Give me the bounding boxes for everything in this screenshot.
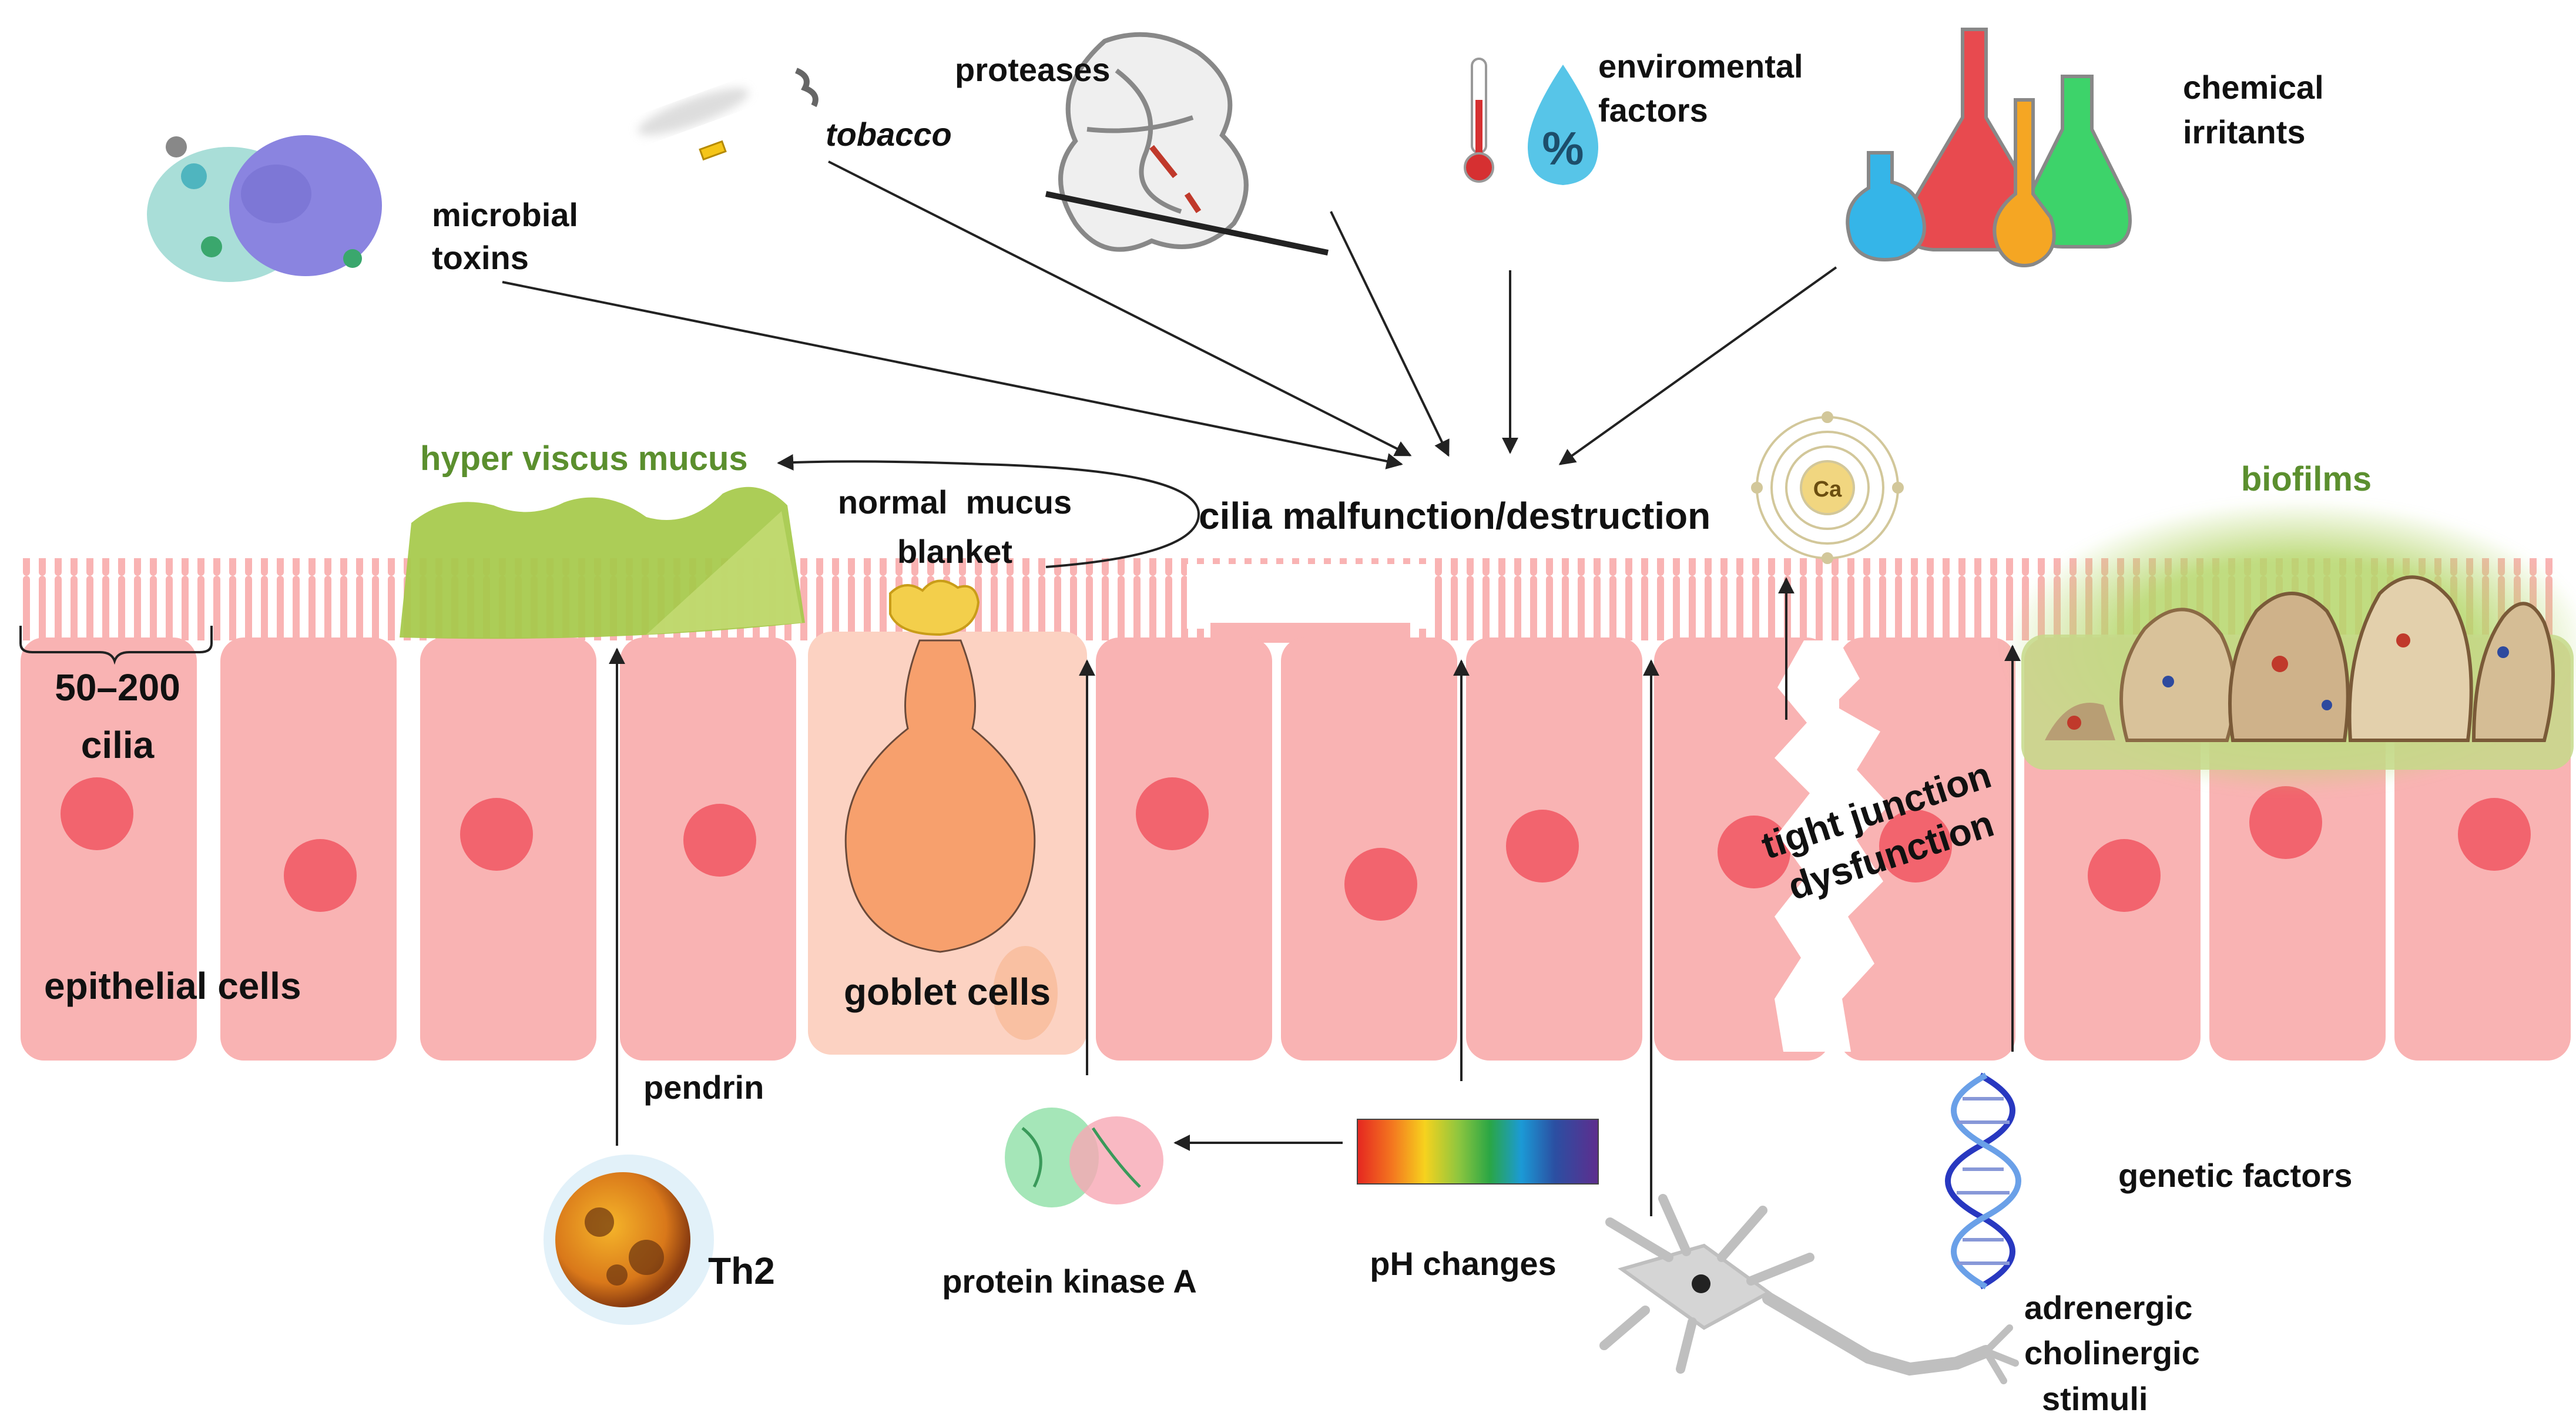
label-cilia-malfunction: cilia malfunction/destruction — [1199, 495, 1710, 537]
label-proteases: proteases — [955, 51, 1111, 88]
biofilm-icon — [2004, 499, 2576, 793]
label-cilia-count-1: 50–200 — [55, 666, 180, 709]
cell-nucleus — [284, 839, 357, 912]
epithelial-cell-row — [21, 637, 2571, 1061]
dna-helix-icon — [1945, 1072, 2021, 1290]
cilia-count-bracket — [19, 626, 213, 665]
label-protein-kinase-a: protein kinase A — [942, 1263, 1197, 1300]
cell-nucleus — [1136, 777, 1209, 850]
cell-nucleus — [2249, 786, 2322, 859]
calcium-atom-icon: Ca — [1751, 411, 1904, 564]
humidity-drop-icon: % — [1528, 65, 1598, 185]
ph-scale-icon — [1357, 1119, 1599, 1185]
label-cilia-count-2: cilia — [81, 724, 155, 766]
label-chemical-2: irritants — [2183, 113, 2306, 150]
label-chemical-1: chemical — [2183, 69, 2324, 106]
arrow-proteases — [1330, 211, 1450, 457]
epithelium — [21, 558, 2571, 1061]
cigarette-icon — [638, 68, 819, 161]
cell-nucleus — [1718, 816, 1790, 888]
label-neuro-2: cholinergic — [2024, 1334, 2200, 1371]
flask-icon — [1846, 28, 2132, 267]
label-normal-mucus-1: normal mucus — [838, 484, 1072, 521]
label-microbial-toxins-1: microbial — [432, 196, 578, 233]
tight-junction-gap — [1775, 640, 1889, 1052]
humidity-percent-symbol: % — [1542, 122, 1584, 175]
label-tobacco: tobacco — [826, 116, 952, 153]
cell-nucleus — [1506, 810, 1579, 883]
calcium-symbol: Ca — [1813, 477, 1842, 502]
label-environmental-2: factors — [1598, 92, 1708, 129]
label-neuro-3: stimuli — [2042, 1380, 2148, 1417]
protease-structure-icon — [1045, 32, 1329, 256]
arrow-chemical-irritants — [1558, 266, 1837, 465]
cell-nucleus — [61, 777, 133, 850]
label-neuro-1: adrenergic — [2024, 1289, 2192, 1326]
cell-nucleus — [1344, 848, 1417, 921]
th2-cell-icon — [544, 1155, 714, 1325]
label-ph-changes: pH changes — [1370, 1245, 1556, 1282]
damaged-cilia-gap — [1187, 564, 1434, 629]
label-goblet-cells: goblet cells — [844, 971, 1051, 1013]
cell-nucleus — [1879, 810, 1952, 883]
neuron-icon — [1599, 1194, 2019, 1384]
label-biofilms: biofilms — [2241, 460, 2372, 498]
epithelial-cell — [1096, 637, 1272, 1061]
cell-nucleus — [460, 798, 533, 871]
label-epithelial-cells: epithelial cells — [44, 965, 301, 1007]
cell-nucleus — [683, 804, 756, 877]
goblet-mucus-droplet — [889, 579, 980, 636]
epithelial-cell — [1281, 637, 1457, 1061]
label-genetic-factors: genetic factors — [2118, 1157, 2352, 1194]
arrow-normal-to-hyper-mucus — [777, 454, 1200, 568]
epithelial-cell — [21, 637, 197, 1061]
goblet-vesicle — [844, 639, 1036, 953]
arrows-to-cilia-damage — [502, 160, 1837, 568]
arrow-microbial-toxins — [502, 281, 1403, 469]
kinase-structure-icon — [1005, 1108, 1163, 1207]
label-th2: Th2 — [708, 1250, 775, 1292]
thermometer-icon — [1464, 58, 1494, 183]
label-environmental-1: enviromental — [1598, 48, 1803, 85]
arrows-from-below — [609, 577, 2021, 1216]
cell-nucleus — [2088, 839, 2161, 912]
label-normal-mucus-2: blanket — [897, 533, 1012, 570]
label-hyper-viscus-mucus: hyper viscus mucus — [420, 439, 748, 478]
label-microbial-toxins-2: toxins — [432, 239, 529, 276]
label-pendrin: pendrin — [643, 1069, 764, 1106]
protein-structure-icon — [147, 135, 382, 282]
arrow-tobacco — [828, 160, 1412, 457]
cell-nucleus — [2458, 798, 2531, 871]
